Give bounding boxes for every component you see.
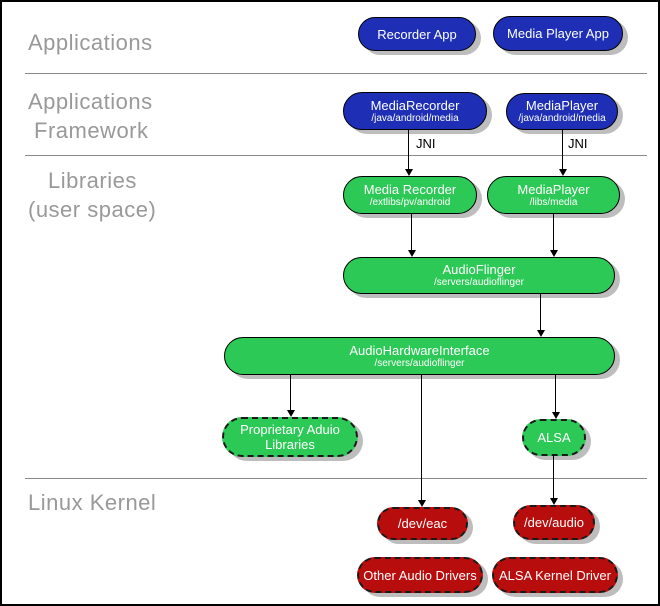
layer-label-line: Applications	[28, 89, 153, 114]
jni-label: JNI	[416, 136, 436, 151]
layer-label-applications: Applications	[28, 28, 153, 57]
node-sublabel: /java/android/media	[371, 112, 459, 124]
node-label: /dev/eac	[397, 516, 448, 531]
node-audioflinger: AudioFlinger /servers/audioflinger	[343, 257, 615, 294]
node-alsa-kernel-driver: ALSA Kernel Driver	[492, 557, 618, 593]
node-label: Media Recorder	[363, 181, 457, 197]
node-dev-audio: /dev/audio	[513, 505, 595, 540]
node-sublabel: /servers/audioflinger	[433, 277, 525, 288]
node-label: Libraries	[265, 437, 315, 452]
node-alsa: ALSA	[522, 419, 586, 456]
layer-label-line: Libraries	[48, 168, 137, 193]
node-label: ALSA Kernel Driver	[499, 567, 611, 583]
layer-label-line: Applications	[28, 30, 153, 55]
node-sublabel: /libs/media	[529, 196, 578, 208]
node-recorder-app: Recorder App	[358, 17, 476, 51]
node-label: AudioFlinger	[442, 262, 516, 277]
arrow-hwinterface-to-alsa	[552, 375, 560, 419]
layer-label-line: Framework	[34, 118, 149, 143]
arrow-hwinterface-to-proprietary	[287, 375, 295, 417]
node-label: /dev/audio	[524, 515, 584, 530]
node-audio-hardware-interface: AudioHardwareInterface /servers/audiofli…	[224, 337, 615, 375]
node-label: Media Player App	[507, 26, 609, 41]
node-proprietary-audio-libraries: Proprietary Aduio Libraries	[222, 417, 358, 457]
node-sublabel: /java/android/media	[518, 113, 606, 124]
arrow-mediaplayer-jni	[559, 130, 567, 176]
layer-label-applications-framework: Applications Framework	[28, 87, 153, 145]
arrow-mediarecorder-to-audioflinger	[408, 214, 416, 257]
node-mediaplayer-framework: MediaPlayer /java/android/media	[506, 93, 618, 130]
separator-line	[25, 478, 647, 479]
node-other-audio-drivers: Other Audio Drivers	[357, 557, 483, 593]
layer-label-libraries: Libraries (user space)	[28, 166, 156, 224]
node-dev-eac: /dev/eac	[377, 507, 468, 540]
arrow-audioflinger-to-hwinterface	[537, 294, 545, 337]
node-label: Other Audio Drivers	[363, 567, 477, 583]
node-sublabel: /servers/audioflinger	[374, 357, 465, 369]
arrow-alsa-to-dev-audio	[550, 455, 558, 505]
node-label: ALSA	[537, 430, 571, 445]
node-media-player-app: Media Player App	[493, 16, 623, 51]
node-label: AudioHardwareInterface	[349, 342, 490, 358]
node-label: MediaPlayer	[525, 98, 599, 113]
arrow-mediaplayer-to-audioflinger	[550, 214, 558, 257]
arrow-hwinterface-to-dev-eac	[418, 375, 426, 507]
node-label: Proprietary Aduio	[240, 422, 340, 437]
layer-label-linux-kernel: Linux Kernel	[28, 488, 156, 517]
arrow-mediarecorder-jni	[405, 130, 413, 176]
node-media-recorder-lib: Media Recorder /extlibs/pv/android	[343, 176, 477, 214]
layer-label-line: (user space)	[28, 197, 157, 222]
node-mediarecorder-framework: MediaRecorder /java/android/media	[343, 92, 487, 130]
separator-line	[25, 73, 647, 74]
jni-label: JNI	[568, 136, 588, 151]
layer-label-line: Linux Kernel	[28, 490, 157, 515]
node-sublabel: /extlibs/pv/android	[369, 196, 451, 208]
node-mediaplayer-lib: MediaPlayer /libs/media	[487, 176, 620, 214]
node-label: MediaPlayer	[517, 181, 590, 197]
node-label: Recorder App	[377, 26, 457, 42]
separator-line	[25, 155, 647, 156]
node-label: MediaRecorder	[370, 97, 460, 113]
